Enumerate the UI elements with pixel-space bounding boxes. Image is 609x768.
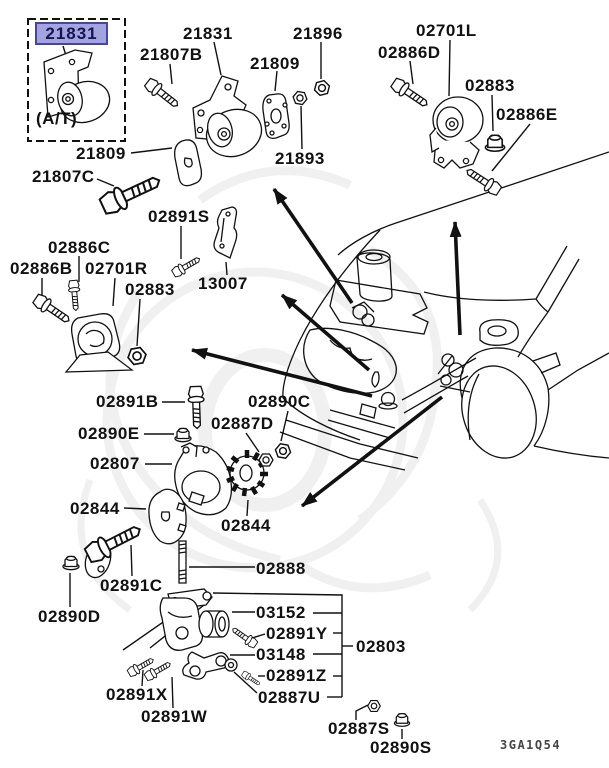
part-label-02890c: 02890C: [248, 392, 311, 411]
selected-part-label-21831[interactable]: 21831: [35, 22, 108, 45]
nut-02887d: [258, 453, 274, 467]
part-label-02701r: 02701R: [85, 259, 148, 278]
part-label-13007: 13007: [198, 274, 248, 293]
part-label-02887u: 02887U: [258, 688, 321, 707]
part-label-02891y: 02891Y: [266, 624, 328, 643]
part-label-02886b: 02886B: [10, 259, 73, 278]
bolt-02886e: [462, 163, 504, 198]
part-label-02844-left: 02844: [70, 499, 120, 518]
at-option-box: [27, 18, 126, 142]
disc-02844-drawing: [226, 450, 268, 497]
bolt-02891z: [240, 669, 262, 688]
nut-02890e: [174, 427, 192, 443]
part-label-02886c: 02886C: [48, 238, 111, 257]
part-label-02891x: 02891X: [106, 685, 168, 704]
part-label-02887d: 02887D: [211, 414, 274, 433]
part-label-02891b: 02891B: [96, 392, 159, 411]
mount-21831-drawing: [192, 75, 263, 158]
bolt-21807b: [142, 75, 183, 112]
part-label-02890e: 02890E: [78, 424, 140, 443]
part-label-02891c: 02891C: [100, 576, 163, 595]
nut-02890d: [62, 555, 80, 571]
part-label-21831-top: 21831: [183, 24, 233, 43]
part-label-02803: 02803: [356, 637, 406, 656]
part-label-02701l: 02701L: [416, 21, 477, 40]
part-label-02887s: 02887S: [328, 719, 390, 738]
bolt-02886b: [30, 291, 74, 328]
part-label-02807: 02807: [90, 454, 140, 473]
bolt-02886d: [388, 75, 432, 112]
part-label-02883-right: 02883: [465, 76, 515, 95]
engine-outline: [303, 249, 471, 439]
part-label-03152: 03152: [256, 603, 306, 622]
part-label-02891z: 02891Z: [266, 666, 327, 685]
plate-21809-top-drawing: [262, 93, 290, 139]
plate-02844-left-drawing: [148, 488, 187, 545]
plate-21809-left-drawing: [174, 139, 203, 187]
part-label-02886e: 02886E: [496, 105, 558, 124]
at-note-label: (A/T): [36, 109, 78, 128]
part-label-02891w: 02891W: [141, 707, 208, 726]
car-outline: [279, 151, 609, 471]
nut-02890s: [393, 713, 411, 727]
part-label-02844-right: 02844: [221, 516, 271, 535]
part-label-21893: 21893: [275, 149, 325, 168]
mount-02701l-drawing: [429, 96, 484, 169]
part-label-21896: 21896: [293, 24, 343, 43]
part-label-21809-top: 21809: [250, 54, 300, 73]
part-label-21807b: 21807B: [140, 45, 203, 64]
part-label-02890d: 02890D: [38, 607, 101, 626]
assembly-02803-drawing: [159, 588, 238, 680]
watermark: [77, 166, 502, 613]
part-label-02891s: 02891S: [148, 207, 210, 226]
part-label-02890s: 02890S: [370, 738, 432, 757]
bracket-02807-drawing: [174, 442, 233, 516]
part-drawings: [30, 49, 506, 727]
bolt-02891c: [82, 518, 146, 567]
nut-02887s: [367, 700, 381, 712]
leader-lines: [41, 39, 531, 739]
part-label-02888: 02888: [256, 559, 306, 578]
at-mount-drawing: [43, 49, 111, 124]
part-label-03148: 03148: [256, 645, 306, 664]
part-label-21807c: 21807C: [32, 167, 95, 186]
nut-21893: [291, 90, 309, 106]
mount-02701r-drawing: [64, 313, 134, 373]
bolt-02886c: [67, 279, 83, 312]
nut-02883-right: [484, 134, 506, 153]
diagram-code: 3GA1Q54: [500, 738, 562, 752]
part-label-21809-left: 21809: [76, 144, 126, 163]
bracket-13007-drawing: [213, 206, 238, 259]
nut-02890c: [273, 442, 293, 460]
nut-21896: [312, 78, 332, 98]
part-label-02883-left: 02883: [125, 280, 175, 299]
part-label-02886d: 02886D: [378, 43, 441, 62]
location-arrows: [191, 187, 462, 508]
stud-02888-drawing: [178, 540, 187, 584]
